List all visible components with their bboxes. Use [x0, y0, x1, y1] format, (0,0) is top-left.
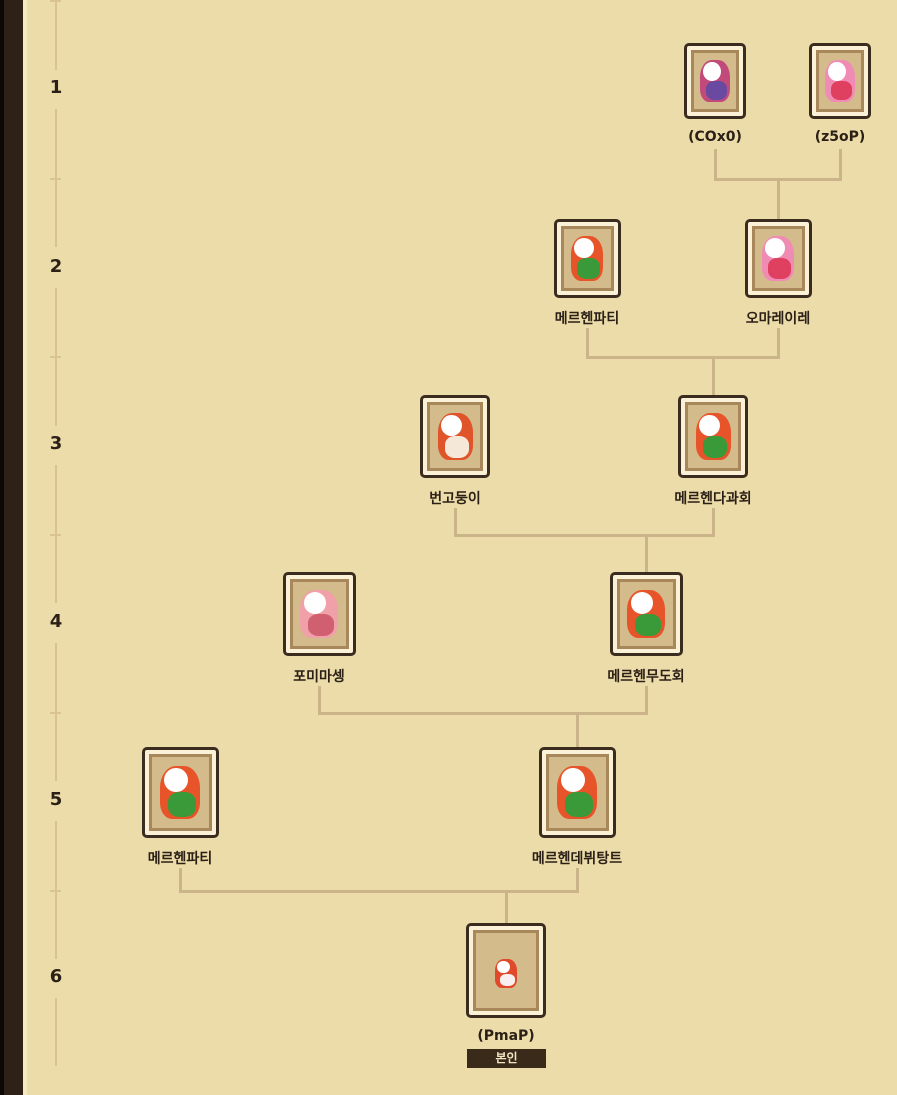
- pet-name: 번고둥이: [429, 491, 481, 507]
- left-border: [0, 0, 27, 1095]
- pet-portrait: [816, 50, 864, 112]
- generation-number: 6: [49, 966, 63, 987]
- tree-connector: [576, 868, 579, 890]
- flower-fox-icon: [695, 412, 731, 461]
- pet-card[interactable]: [809, 43, 871, 119]
- tree-connector: [179, 868, 182, 890]
- pet-card[interactable]: [141, 747, 219, 838]
- pet-portrait: [473, 930, 539, 1011]
- pink-fox-icon: [300, 589, 338, 639]
- timeline-axis: [55, 0, 57, 70]
- pet-card[interactable]: [420, 395, 490, 478]
- pet-name: 메르헨무도회: [607, 669, 685, 685]
- pet-portrait: [289, 579, 349, 649]
- timeline-axis: [55, 465, 57, 603]
- pet-card[interactable]: [678, 395, 748, 478]
- pet-name: (COx0): [688, 129, 742, 145]
- pet-portrait: [427, 402, 483, 471]
- timeline-axis: [55, 109, 57, 247]
- pet-portrait: [685, 402, 741, 471]
- tree-connector: [586, 356, 780, 359]
- pet-name: 오마레이레: [745, 311, 811, 327]
- tree-connector: [586, 328, 589, 356]
- self-badge: 본인: [467, 1049, 546, 1068]
- pet-card[interactable]: [684, 43, 746, 119]
- pet-portrait: [616, 579, 676, 649]
- flower-fox-icon: [570, 236, 604, 281]
- generation-number: 3: [49, 433, 63, 454]
- flower-fox-icon: [627, 589, 665, 639]
- tree-connector: [777, 178, 780, 219]
- tree-connector: [645, 534, 648, 572]
- pet-name: 포미마셍: [293, 669, 345, 685]
- tree-connector: [712, 508, 715, 534]
- tree-connector: [454, 508, 457, 534]
- tree-connector: [318, 686, 321, 712]
- pet-card[interactable]: [609, 572, 683, 656]
- axis-tick: [50, 0, 61, 2]
- red-fox-icon: [437, 412, 473, 461]
- generation-number: 4: [49, 611, 63, 632]
- pet-name: 메르헨다과회: [674, 491, 752, 507]
- tree-connector: [777, 328, 780, 356]
- tree-connector: [576, 712, 579, 747]
- pet-card[interactable]: [553, 219, 621, 298]
- timeline-axis: [55, 288, 57, 426]
- timeline-axis: [55, 643, 57, 781]
- pet-card[interactable]: [282, 572, 356, 656]
- generation-number: 2: [49, 256, 63, 277]
- pet-portrait: [751, 226, 805, 291]
- pet-card[interactable]: [744, 219, 812, 298]
- pet-portrait: [545, 754, 609, 831]
- tree-connector: [505, 890, 508, 923]
- timeline-axis: [55, 821, 57, 959]
- tree-connector: [318, 712, 648, 715]
- pet-name: 메르헨파티: [554, 311, 620, 327]
- generation-number: 1: [49, 77, 63, 98]
- pet-name: 메르헨데뷔탕트: [531, 851, 623, 867]
- pet-portrait: [560, 226, 614, 291]
- generation-number: 5: [49, 789, 63, 810]
- timeline-axis: [55, 998, 57, 1066]
- tree-connector: [712, 356, 715, 395]
- flower-fox-icon: [557, 765, 597, 820]
- pet-name: (z5oP): [814, 129, 866, 145]
- pink-haired-character-icon: [761, 236, 795, 281]
- flower-fox-icon: [160, 765, 200, 820]
- tree-connector: [714, 149, 717, 178]
- pet-name: (PmaP): [477, 1028, 535, 1044]
- pet-card[interactable]: [538, 747, 616, 838]
- tree-connector: [454, 534, 715, 537]
- tree-connector: [839, 149, 842, 178]
- pet-name: 메르헨파티: [147, 851, 213, 867]
- purple-pink-character-icon: [700, 59, 730, 103]
- flower-egg-icon: [495, 959, 517, 988]
- pet-portrait: [691, 50, 739, 112]
- tree-connector: [179, 890, 579, 893]
- pink-haired-character-icon: [825, 59, 855, 103]
- pet-card[interactable]: [466, 923, 546, 1018]
- tree-connector: [645, 686, 648, 712]
- pet-portrait: [148, 754, 212, 831]
